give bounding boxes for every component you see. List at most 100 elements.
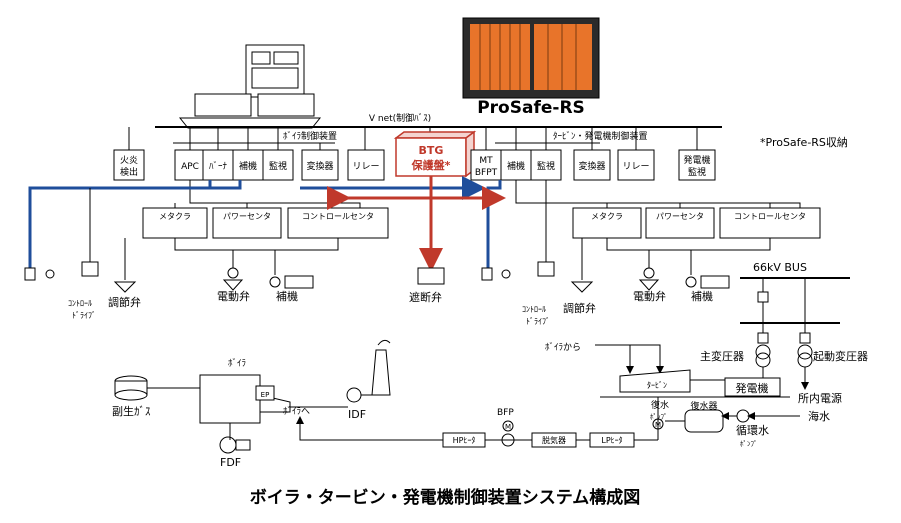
left-motor-valve: 電動弁: [217, 289, 250, 303]
panel-left-control-center: コントロールセンタ: [287, 207, 389, 239]
deaerator: 脱気器: [531, 432, 577, 448]
house-power: 所内電源: [798, 391, 842, 405]
svg-text:監視: 監視: [537, 160, 555, 172]
prosafe-note: *ProSafe-RS収納: [760, 136, 848, 149]
operator-console-icon: [178, 44, 322, 129]
fdf-label: FDF: [220, 456, 241, 469]
svg-text:HPﾋｰﾀ: HPﾋｰﾀ: [453, 436, 476, 445]
svg-text:EP: EP: [261, 391, 270, 399]
idf-label: IDF: [348, 408, 366, 421]
to-boiler-label: ﾎﾞｲﾗへ: [283, 406, 310, 417]
turbine-label: ﾀｰﾋﾞﾝ: [647, 381, 667, 390]
svg-text:パワーセンタ: パワーセンタ: [223, 212, 271, 221]
circulating-pump-l1: 循環水: [736, 424, 769, 437]
svg-text:保護盤*: 保護盤*: [411, 158, 451, 172]
condenser-box: [684, 409, 724, 433]
prosafe-hardware-image: [462, 17, 600, 99]
svg-text:リレー: リレー: [622, 162, 649, 172]
left-aux-equipment: 補機: [276, 289, 298, 303]
diagram-caption: ボイラ・タービン・発電機制御装置システム構成図: [250, 487, 641, 508]
svg-text:補機: 補機: [507, 160, 525, 172]
turbine-control-label: ﾀｰﾋﾞﾝ・発電機制御装置: [553, 130, 648, 142]
hp-heater: HPﾋｰﾀ: [442, 432, 486, 448]
unit-right-relay: リレー: [617, 149, 655, 181]
svg-text:BFPT: BFPT: [475, 168, 498, 178]
left-ctrl-drive-l2: ﾄﾞﾗｲﾌﾞ: [72, 311, 96, 320]
svg-text:LPﾋｰﾀ: LPﾋｰﾀ: [601, 436, 622, 445]
right-ctrl-drive-l1: ｺﾝﾄﾛｰﾙ: [522, 305, 546, 314]
svg-text:脱気器: 脱気器: [542, 435, 566, 445]
svg-text:変換器: 変換器: [306, 160, 333, 172]
gas-holder-icon: [114, 375, 148, 401]
bus-label: 66kV BUS: [753, 261, 807, 274]
right-motor-valve: 電動弁: [633, 289, 666, 303]
panel-right-metaclad: メタクラ: [572, 207, 642, 239]
svg-text:M: M: [505, 423, 511, 431]
generator-box: [724, 377, 781, 397]
svg-text:M: M: [655, 421, 661, 429]
byproduct-gas-label: 副生ｶﾞｽ: [112, 404, 151, 418]
svg-text:コントロールセンタ: コントロールセンタ: [302, 212, 374, 221]
svg-text:コントロールセンタ: コントロールセンタ: [734, 212, 806, 221]
right-ctrl-drive-l2: ﾄﾞﾗｲﾌﾞ: [526, 317, 550, 326]
seawater-label: 海水: [808, 409, 830, 423]
left-signal-line: [28, 180, 242, 268]
from-boiler-label: ﾎﾞｲﾗから: [545, 342, 581, 353]
boiler-unit: EP: [199, 374, 291, 424]
unit-left-relay: リレー: [347, 149, 385, 181]
unit-boiler-aux: 補機: [232, 149, 264, 181]
lp-heater: LPﾋｰﾀ: [589, 432, 635, 448]
svg-text:発電機: 発電機: [683, 154, 710, 166]
fdf-fan-icon: [219, 436, 237, 454]
unit-turbine-aux: 補機: [500, 149, 532, 181]
boiler-label: ﾎﾞｲﾗ: [228, 358, 246, 369]
boiler-control-label: ﾎﾞｲﾗ制御装置: [283, 130, 337, 142]
unit-generator-monitor: 発電機 監視: [678, 149, 716, 181]
svg-text:メタクラ: メタクラ: [591, 212, 623, 221]
svg-text:BTG: BTG: [419, 144, 444, 157]
condensate-pump-l1: 復水: [651, 399, 669, 411]
bfp-label: BFP: [497, 408, 514, 418]
right-control-valve: 調節弁: [563, 301, 596, 315]
main-transformer: 主変圧器: [700, 349, 744, 363]
generator-label: 発電機: [736, 381, 769, 395]
turbine-body: [619, 369, 691, 393]
left-ctrl-drive-l1: ｺﾝﾄﾛｰﾙ: [68, 299, 92, 308]
svg-text:変換器: 変換器: [578, 160, 605, 172]
unit-left-converter: 変換器: [301, 149, 339, 181]
circulating-pump-l2: ﾎﾟﾝﾌﾟ: [740, 440, 758, 448]
unit-turbine-monitor: 監視: [530, 149, 562, 181]
svg-text:MT: MT: [479, 156, 493, 166]
svg-text:リレー: リレー: [352, 162, 379, 172]
svg-text:検出: 検出: [120, 166, 138, 178]
product-title: ProSafe-RS: [477, 98, 585, 118]
stack-icon: [371, 339, 391, 396]
unit-apc: APC: [174, 149, 206, 181]
right-signal-line: [486, 180, 502, 268]
svg-text:ﾊﾞｰﾅ: ﾊﾞｰﾅ: [209, 161, 228, 172]
svg-text:監視: 監視: [688, 166, 706, 178]
shutoff-valve-label: 遮断弁: [409, 290, 442, 304]
svg-text:火炎: 火炎: [120, 155, 138, 166]
unit-flame-detector: 火炎 検出: [113, 149, 145, 181]
svg-text:監視: 監視: [269, 160, 287, 172]
condenser-label: 復水器: [690, 400, 717, 412]
unit-mt-bfpt: MT BFPT: [470, 149, 502, 181]
right-aux-equipment: 補機: [691, 289, 713, 303]
svg-text:パワーセンタ: パワーセンタ: [656, 212, 704, 221]
svg-text:APC: APC: [181, 162, 199, 172]
startup-transformer: 起動変圧器: [813, 349, 868, 363]
panel-left-power-center: パワーセンタ: [212, 207, 282, 239]
svg-text:補機: 補機: [239, 160, 257, 172]
unit-right-converter: 変換器: [573, 149, 611, 181]
left-control-valve: 調節弁: [108, 295, 141, 309]
btg-protection-panel: BTG 保護盤*: [393, 130, 477, 178]
bfp-pump-icon: [501, 433, 515, 447]
panel-right-power-center: パワーセンタ: [645, 207, 715, 239]
unit-burner: ﾊﾞｰﾅ: [202, 149, 234, 181]
unit-boiler-monitor: 監視: [262, 149, 294, 181]
condensate-pump-l2: ﾎﾟﾝﾌﾟ: [650, 413, 668, 421]
vnet-label: V net(制御ﾊﾞｽ): [369, 112, 431, 124]
